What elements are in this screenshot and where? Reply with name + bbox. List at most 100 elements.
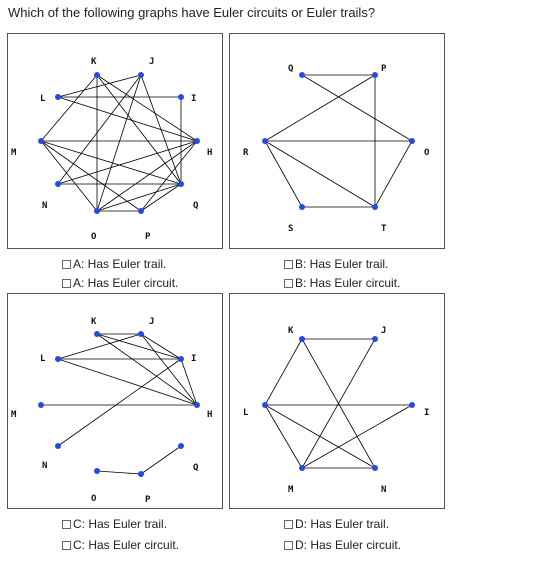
vertex-a-J — [138, 72, 144, 78]
vertex-label-b-S: S — [288, 224, 293, 234]
edge-a-H-P — [140, 140, 198, 212]
edge-b-R-T — [264, 140, 376, 208]
vertex-b-R — [262, 138, 268, 144]
vertex-b-T — [372, 204, 378, 210]
edge-a-H-O — [96, 140, 198, 212]
vertex-c-K — [94, 331, 100, 337]
vertex-label-b-R: R — [243, 148, 249, 158]
checkbox-b-trail[interactable] — [284, 259, 293, 269]
edge-a-H-N — [57, 140, 198, 185]
vertex-c-L — [55, 356, 61, 362]
label-c-circuit: C: Has Euler circuit. — [73, 538, 180, 552]
checkbox-c-circuit[interactable] — [62, 540, 71, 550]
option-c-trail[interactable]: C: Has Euler trail. — [62, 517, 167, 531]
vertex-b-S — [299, 204, 305, 210]
edge-b-T-O — [374, 140, 413, 208]
checkbox-d-trail[interactable] — [284, 519, 293, 529]
vertex-label-b-P: P — [381, 64, 387, 74]
vertex-label-c-M: M — [11, 410, 17, 420]
checkbox-d-circuit[interactable] — [284, 540, 293, 550]
edge-c-I-H — [180, 358, 198, 406]
edge-c-O-P — [96, 470, 142, 475]
option-b-circuit[interactable]: B: Has Euler circuit. — [284, 276, 400, 290]
option-d-trail[interactable]: D: Has Euler trail. — [284, 517, 389, 531]
edge-d-J-M — [301, 338, 376, 469]
vertex-a-Q — [178, 181, 184, 187]
vertex-b-P — [372, 72, 378, 78]
vertex-label-b-Q: Q — [288, 64, 294, 74]
vertex-label-d-L: L — [243, 408, 249, 418]
vertex-label-a-N: N — [42, 201, 47, 211]
option-a-trail[interactable]: A: Has Euler trail. — [62, 257, 166, 271]
vertex-label-a-P: P — [145, 232, 151, 242]
edge-c-N-I — [57, 358, 182, 447]
vertex-c-O — [94, 468, 100, 474]
vertex-label-d-N: N — [381, 485, 386, 495]
vertex-label-a-J: J — [149, 57, 154, 67]
edge-a-J-L — [57, 74, 142, 98]
vertex-label-a-L: L — [40, 94, 46, 104]
checkbox-c-trail[interactable] — [62, 519, 71, 529]
vertex-label-c-L: L — [40, 354, 46, 364]
label-b-trail: B: Has Euler trail. — [295, 257, 389, 271]
edge-c-K-I — [96, 333, 182, 360]
edge-a-M-P — [40, 140, 142, 212]
vertex-label-d-J: J — [381, 326, 386, 336]
vertex-d-M — [299, 465, 305, 471]
checkbox-b-circuit[interactable] — [284, 278, 293, 288]
edge-d-K-L — [264, 338, 303, 406]
vertex-d-L — [262, 402, 268, 408]
vertex-label-c-I: I — [191, 354, 196, 364]
graph-b: Q P R O S T — [243, 64, 430, 234]
edge-b-P-R — [264, 74, 376, 142]
vertex-label-c-Q: Q — [193, 463, 199, 473]
graph-panel-b: Q P R O S T — [229, 33, 445, 249]
edge-b-Q-O — [301, 74, 413, 142]
vertex-label-c-P: P — [145, 495, 151, 505]
edge-a-L-H — [57, 96, 198, 142]
vertex-c-J — [138, 331, 144, 337]
edge-c-J-I — [140, 333, 182, 360]
checkbox-a-circuit[interactable] — [62, 278, 71, 288]
vertex-a-N — [55, 181, 61, 187]
label-c-trail: C: Has Euler trail. — [73, 517, 168, 531]
vertex-label-b-T: T — [381, 224, 387, 234]
vertex-b-O — [409, 138, 415, 144]
edge-a-P-Q — [140, 183, 182, 212]
vertex-c-H — [194, 402, 200, 408]
edge-c-K-H — [96, 333, 198, 406]
option-c-circuit[interactable]: C: Has Euler circuit. — [62, 538, 179, 552]
vertex-a-O — [94, 208, 100, 214]
vertex-d-I — [409, 402, 415, 408]
option-b-trail[interactable]: B: Has Euler trail. — [284, 257, 388, 271]
vertex-a-I — [178, 94, 184, 100]
vertex-label-b-O: O — [424, 148, 430, 158]
vertex-label-a-I: I — [191, 94, 196, 104]
vertex-label-d-M: M — [288, 485, 294, 495]
vertex-d-J — [372, 336, 378, 342]
vertex-label-d-I: I — [424, 408, 429, 418]
vertex-c-P — [138, 471, 144, 477]
checkbox-a-trail[interactable] — [62, 259, 71, 269]
edge-c-J-H — [140, 333, 198, 406]
option-a-circuit[interactable]: A: Has Euler circuit. — [62, 276, 178, 290]
edge-b-R-S — [264, 140, 303, 208]
vertex-label-a-H: H — [207, 148, 212, 158]
vertex-label-a-M: M — [11, 148, 17, 158]
vertex-a-P — [138, 208, 144, 214]
question-text: Which of the following graphs have Euler… — [8, 5, 376, 20]
vertex-label-c-J: J — [149, 317, 154, 327]
option-d-circuit[interactable]: D: Has Euler circuit. — [284, 538, 401, 552]
vertex-c-M — [38, 402, 44, 408]
vertex-label-a-Q: Q — [193, 201, 199, 211]
edge-c-P-Q — [140, 445, 182, 475]
vertex-label-a-K: K — [91, 57, 97, 67]
vertex-a-M — [38, 138, 44, 144]
edge-a-M-Q — [40, 140, 182, 185]
